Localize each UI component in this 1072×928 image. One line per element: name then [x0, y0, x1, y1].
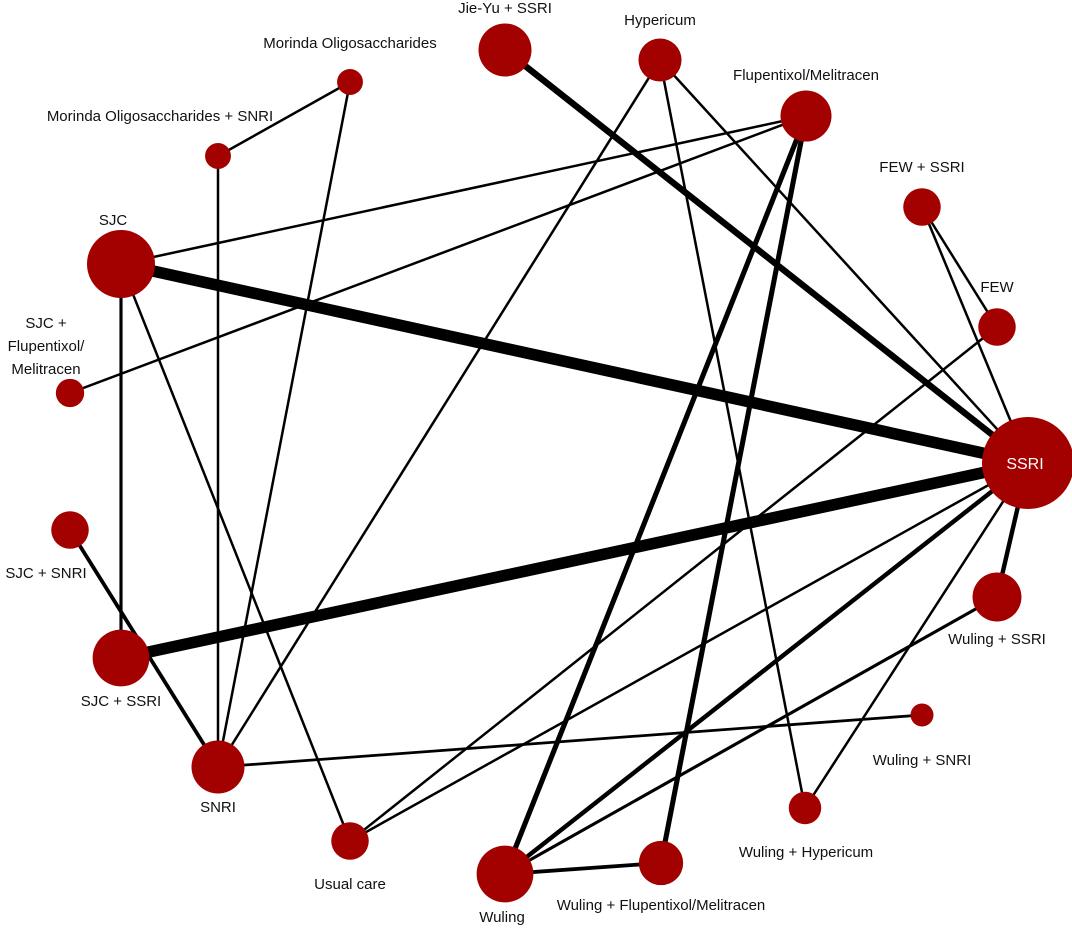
edge-flupentixol-sjc_flupentixol [69, 114, 807, 395]
node-sjc_snri [51, 511, 89, 549]
node-layer [51, 23, 1072, 903]
edge-ssri-usual_care [349, 461, 1029, 843]
label-usual_care: Usual care [314, 876, 386, 893]
node-sjc_ssri [92, 629, 150, 687]
label-wuling_flupentixol: Wuling + Flupentixol/Melitracen [557, 897, 766, 914]
edge-flupentixol-sjc [120, 114, 807, 266]
node-wuling [476, 845, 534, 903]
edge-hypericum-snri [216, 59, 662, 768]
edge-flupentixol-wuling [502, 115, 809, 875]
label-few_ssri: FEW + SSRI [879, 159, 964, 176]
label-wuling_ssri: Wuling + SSRI [948, 631, 1046, 648]
edge-ssri-wuling_hypericum [803, 462, 1030, 809]
node-morinda_snri [205, 143, 231, 169]
label-sjc: SJC [99, 212, 128, 229]
node-jieyu_ssri [478, 23, 532, 77]
label-few: FEW [980, 279, 1014, 296]
edge-few_ssri-few [920, 206, 999, 328]
edge-wuling-ssri [503, 461, 1030, 876]
node-few_ssri [903, 188, 941, 226]
edge-morinda-snri [216, 81, 352, 768]
edge-few_ssri-ssri [920, 206, 1030, 464]
edge-wuling-wuling_ssri [504, 595, 998, 876]
node-ssri [982, 417, 1072, 509]
label-snri: SNRI [200, 799, 236, 816]
node-sjc_flupentixol [55, 378, 85, 408]
label-sjc_snri: SJC + SNRI [5, 565, 86, 582]
node-few [978, 308, 1016, 346]
node-wuling_snri [910, 703, 934, 727]
edge-morinda_snri-morinda [217, 80, 351, 158]
label-wuling_hypericum: Wuling + Hypericum [739, 844, 873, 861]
label-wuling_snri: Wuling + SNRI [873, 752, 972, 769]
edge-layer [68, 47, 1031, 876]
node-snri [191, 740, 245, 794]
label-morinda: Morinda Oligosaccharides [263, 35, 436, 52]
edge-sjc-usual_care [119, 263, 352, 842]
edge-hypericum-ssri [659, 59, 1029, 464]
label-morinda_snri: Morinda Oligosaccharides + SNRI [47, 108, 273, 125]
node-wuling_hypericum [788, 791, 822, 825]
node-morinda [337, 69, 363, 95]
label-sjc_ssri: SJC + SSRI [81, 693, 161, 710]
label-flupentixol: Flupentixol/Melitracen [733, 67, 879, 84]
label-jieyu_ssri: Jie-Yu + SSRI [458, 0, 552, 17]
edge-flupentixol-wuling_flupentixol [658, 115, 809, 864]
node-sjc [87, 230, 155, 298]
label-wuling: Wuling [479, 909, 525, 926]
label-sjc_flupentixol: SJC +Flupentixol/Melitracen [8, 315, 86, 378]
node-wuling_flupentixol [638, 840, 684, 886]
edge-jieyu_ssri-ssri [503, 47, 1030, 466]
edge-sjc-ssri [119, 258, 1030, 469]
label-ssri: SSRI [1006, 456, 1043, 473]
edge-snri-wuling_snri [217, 713, 923, 769]
edge-hypericum-wuling_hypericum [658, 59, 807, 809]
label-layer: Jie-Yu + SSRI HypericumFlupentixol/Melitr… [5, 0, 1045, 926]
edge-few-usual_care [349, 326, 998, 842]
node-hypericum [638, 38, 682, 82]
node-flupentixol [780, 90, 832, 142]
node-usual_care [331, 822, 369, 860]
label-hypericum: Hypericum [624, 12, 696, 29]
edge-sjc_ssri-ssri [119, 457, 1030, 664]
node-wuling_ssri [972, 572, 1022, 622]
